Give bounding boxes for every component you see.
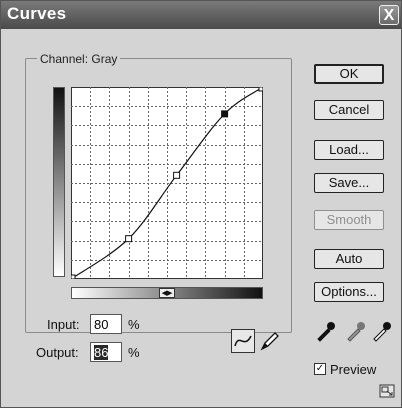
curve-tool-icon[interactable] (231, 329, 255, 353)
preview-label: Preview (330, 362, 377, 377)
smooth-button: Smooth (314, 210, 384, 230)
output-field[interactable]: 86 (90, 342, 122, 362)
expand-view-icon[interactable] (379, 384, 395, 398)
options-button[interactable]: Options... (314, 282, 384, 302)
input-value: 80 (94, 317, 109, 332)
title-bar[interactable]: Curves X (1, 1, 401, 29)
curve-control-point[interactable] (125, 235, 133, 243)
auto-button[interactable]: Auto (314, 249, 384, 269)
gray-eyedropper-icon[interactable] (344, 319, 368, 343)
input-label: Input: (47, 317, 80, 332)
output-gradient-bar (53, 87, 65, 277)
channel-select[interactable]: Gray (91, 52, 118, 66)
curve-end-point (258, 87, 263, 92)
gradient-direction-toggle[interactable]: ◀▶ (159, 288, 175, 298)
curve-graph[interactable] (71, 87, 263, 279)
black-eyedropper-icon[interactable] (314, 319, 338, 343)
cancel-button[interactable]: Cancel (314, 100, 384, 120)
channel-label-text: Channel: (40, 52, 89, 66)
curve-end-point (71, 274, 76, 279)
curve-control-point-selected[interactable] (221, 110, 229, 118)
preview-checkbox[interactable]: ✓ (314, 363, 326, 375)
output-unit: % (128, 345, 140, 360)
output-value: 86 (94, 345, 109, 360)
channel-label: Channel: Gray (37, 52, 121, 66)
white-eyedropper-icon[interactable] (370, 319, 394, 343)
ok-button[interactable]: OK (314, 64, 384, 84)
curve-control-point[interactable] (173, 171, 181, 179)
input-field[interactable]: 80 (90, 314, 122, 334)
output-label: Output: (36, 345, 79, 360)
input-unit: % (128, 317, 140, 332)
close-icon[interactable]: X (379, 5, 399, 25)
save-button[interactable]: Save... (314, 173, 384, 193)
load-button[interactable]: Load... (314, 140, 384, 160)
dialog-title: Curves (7, 4, 67, 23)
pencil-icon[interactable] (257, 329, 281, 353)
channel-group (25, 58, 292, 333)
